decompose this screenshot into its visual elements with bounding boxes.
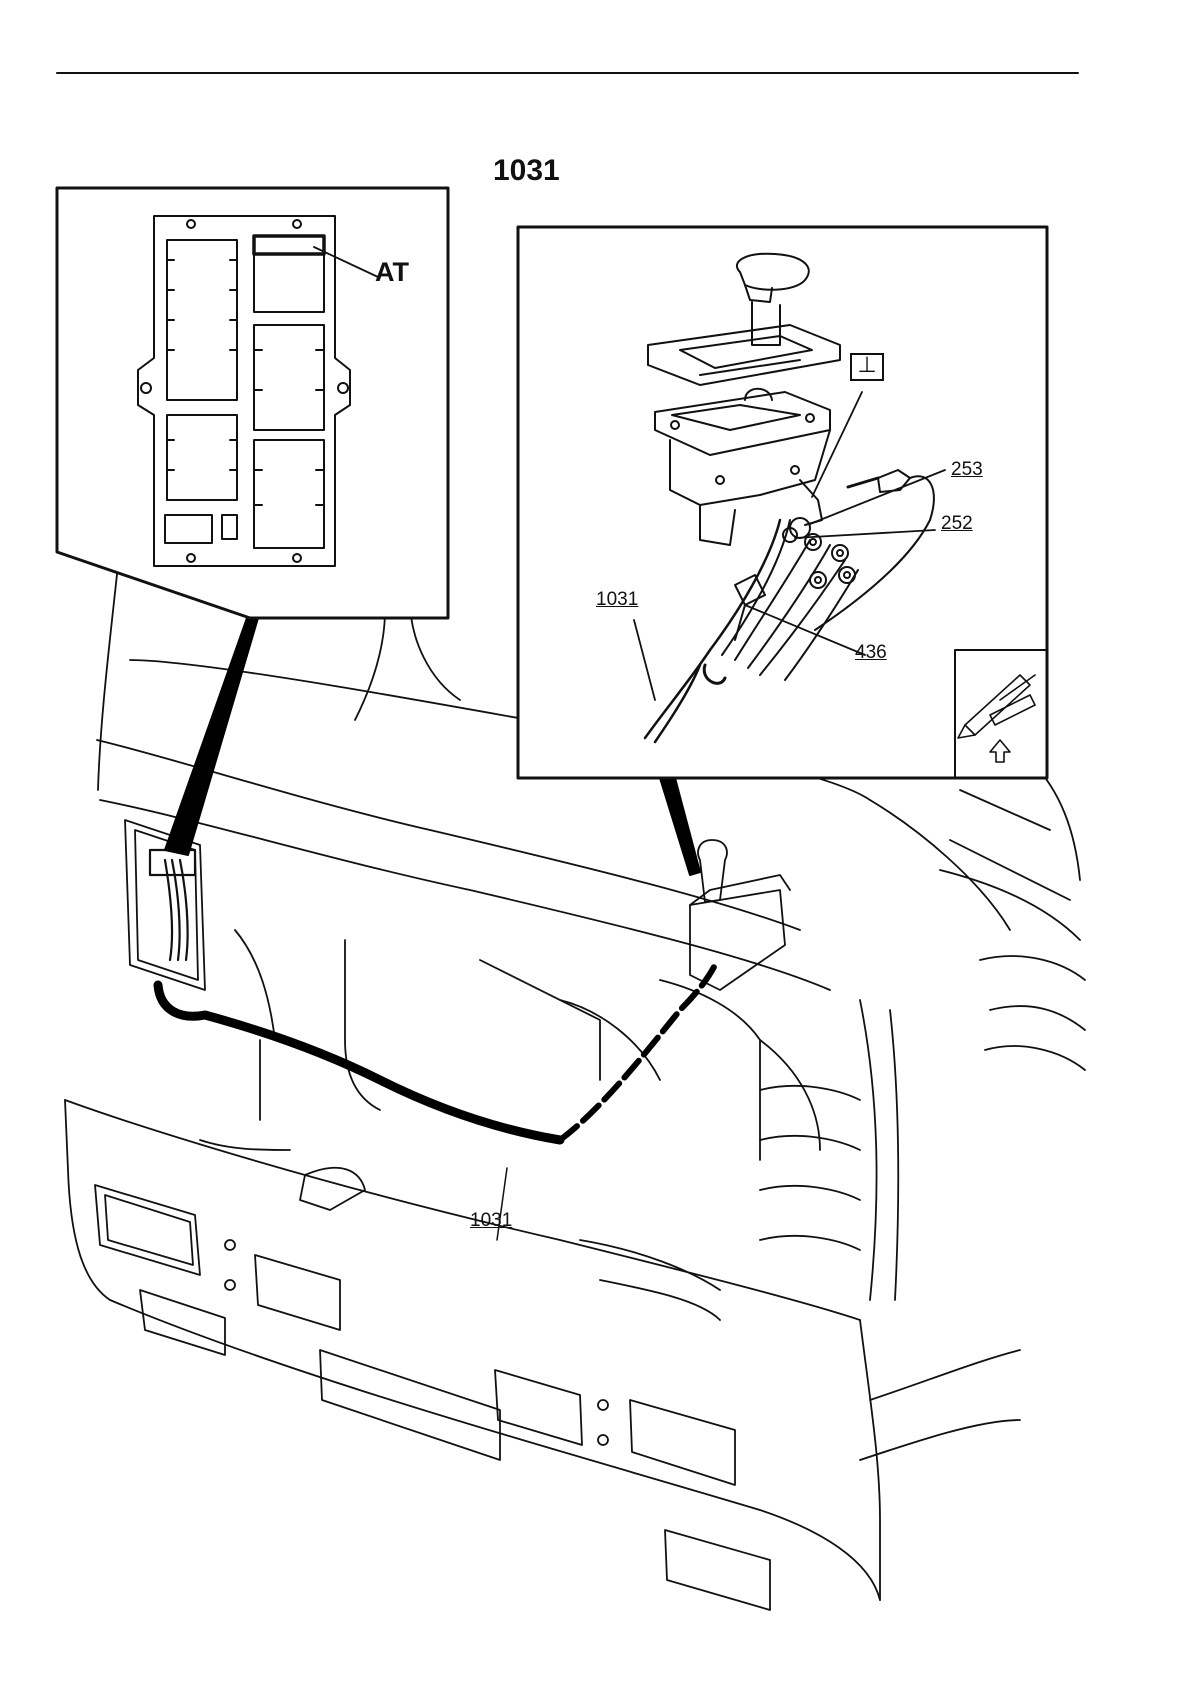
callout-1031-main: 1031 <box>470 1210 512 1232</box>
ground-symbol-icon: ⊥ <box>850 353 884 381</box>
callout-1031-detail: 1031 <box>596 589 638 611</box>
callout-at: AT <box>375 257 409 288</box>
callout-253: 253 <box>951 459 983 481</box>
harness-1031-route <box>158 965 715 1240</box>
callout-252: 252 <box>941 513 973 535</box>
page-title: 1031 <box>493 154 560 188</box>
fuse-box-wiring <box>150 850 195 960</box>
fuse-box-inset <box>57 188 448 855</box>
shifter-detail-inset <box>518 227 1047 875</box>
callout-436: 436 <box>855 642 887 664</box>
